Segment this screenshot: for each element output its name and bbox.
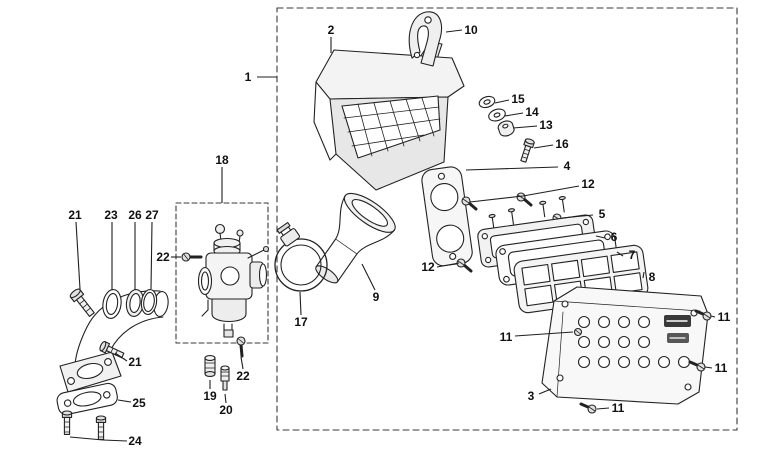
leader-line-9: [361, 263, 376, 291]
leader-line-5: [561, 214, 594, 219]
leader-line-11: [710, 315, 716, 318]
leader-line-12: [522, 185, 580, 197]
callout-3: 3: [527, 389, 535, 403]
callout-12: 12: [581, 177, 595, 191]
part-spacer-plate: [421, 166, 473, 267]
part-side-cover-plate: [541, 286, 709, 405]
callout-23: 23: [104, 208, 118, 222]
part-screw-11c: [579, 402, 597, 414]
callout-8: 8: [648, 270, 656, 284]
assembly-boundary-box: [276, 7, 738, 431]
callout-7: 7: [628, 248, 636, 262]
callout-22: 22: [156, 250, 170, 264]
part-intake-manifold: [59, 290, 169, 393]
callout-10: 10: [464, 23, 478, 37]
callout-11: 11: [714, 361, 728, 375]
part-jet-holder: [204, 355, 216, 377]
leader-line-7: [616, 251, 624, 257]
leader-line-13: [512, 125, 538, 129]
callout-4: 4: [563, 159, 571, 173]
leader-line-11: [704, 366, 713, 369]
callout-11: 11: [611, 401, 625, 415]
callout-22: 22: [236, 369, 250, 383]
leader-line-4: [465, 166, 559, 171]
callout-2: 2: [327, 23, 335, 37]
callout-12: 12: [421, 260, 435, 274]
part-screw-12b: [516, 192, 533, 207]
leader-line-27: [150, 221, 153, 290]
leader-line-15: [494, 99, 510, 104]
callout-24: 24: [128, 434, 142, 448]
leader-line-11: [514, 331, 574, 337]
part-screw-12a: [461, 196, 478, 211]
part-bolt-21b: [99, 341, 125, 359]
callout-16: 16: [555, 137, 569, 151]
callout-27: 27: [145, 208, 159, 222]
callout-17: 17: [294, 315, 308, 329]
part-bolt-24b: [95, 415, 107, 440]
part-oring-27: [140, 289, 158, 315]
part-jet: [220, 365, 230, 391]
callout-19: 19: [203, 389, 217, 403]
leader-line-10: [445, 29, 463, 33]
callout-21: 21: [68, 208, 82, 222]
callout-9: 9: [372, 290, 380, 304]
part-screw-22b: [236, 336, 246, 358]
callout-1: 1: [244, 70, 252, 84]
leader-line-12: [469, 195, 524, 203]
part-screw-11a: [694, 309, 712, 321]
part-washer-15: [478, 95, 496, 109]
part-screw-22a: [181, 252, 203, 262]
leader-line-22: [240, 356, 244, 370]
part-bolt-16: [520, 138, 535, 163]
part-mounting-bracket: [408, 11, 443, 67]
callout-26: 26: [128, 208, 142, 222]
callout-13: 13: [539, 118, 553, 132]
leader-line-8: [642, 271, 645, 279]
plate-logo-badge: [664, 315, 691, 343]
part-washer-14: [488, 108, 506, 122]
part-bolt-24a: [61, 410, 73, 435]
leader-line-14: [504, 112, 524, 117]
callout-18: 18: [215, 153, 229, 167]
part-intake-funnel: [315, 192, 396, 284]
callout-5: 5: [598, 207, 606, 221]
leader-line-24: [69, 436, 104, 441]
part-spacer-ring-26: [125, 289, 145, 317]
carburetor-group-box: [175, 202, 269, 344]
callout-6: 6: [610, 230, 618, 244]
leader-line-11: [596, 407, 610, 410]
leader-line-16: [533, 144, 554, 149]
leader-line-20: [224, 393, 227, 404]
callout-20: 20: [219, 403, 233, 417]
leader-line-21: [114, 352, 128, 362]
part-carburetor: [197, 223, 270, 338]
leader-line-12: [436, 262, 460, 268]
callout-25: 25: [132, 396, 146, 410]
part-screw-11d: [573, 327, 583, 337]
callout-14: 14: [525, 105, 539, 119]
leader-line-17: [299, 291, 302, 316]
leader-line-3: [538, 388, 552, 395]
part-gasket-ring-23: [102, 289, 122, 319]
leader-line-25: [117, 399, 132, 403]
callout-15: 15: [511, 92, 525, 106]
part-bolt-21a: [69, 288, 95, 318]
callout-21: 21: [128, 355, 142, 369]
leader-line-21: [75, 221, 81, 290]
part-spacer-13: [497, 120, 515, 137]
leader-line-6: [595, 235, 606, 239]
callout-11: 11: [499, 330, 513, 344]
leader-line-24: [102, 439, 128, 442]
part-clamp: [274, 221, 328, 292]
callout-11: 11: [717, 310, 731, 324]
part-flange-gasket: [56, 382, 118, 416]
